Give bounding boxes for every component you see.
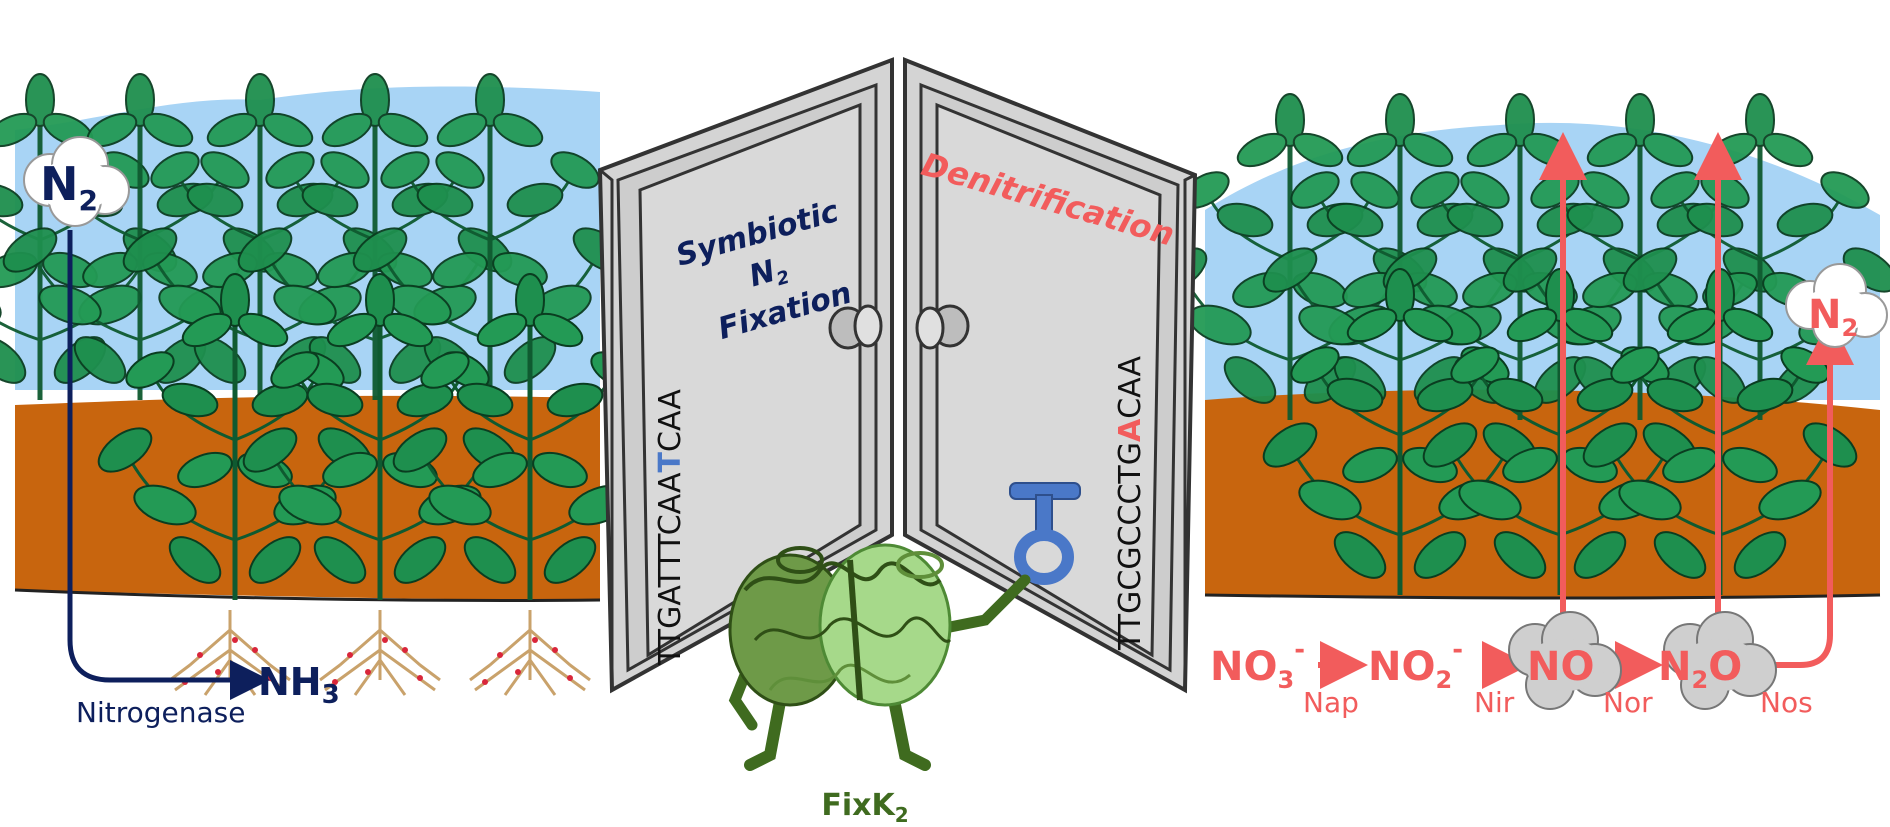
enzyme-nir: Nir	[1474, 686, 1515, 719]
fixk2-protein: FixK2	[728, 543, 1031, 827]
svg-text:NH3: NH3	[258, 660, 340, 710]
fixation-pathway: N2 NH3 Nitrogenase	[23, 136, 340, 729]
no-label: NO	[1527, 644, 1594, 690]
door-right-seq-mark: A	[1113, 418, 1148, 442]
nh3-sub: 3	[322, 680, 340, 710]
n2o-o: O	[1708, 644, 1742, 690]
no3-label: NO	[1210, 644, 1277, 690]
door-left-seq-mark: T	[653, 451, 688, 472]
svg-text:N2O: N2O	[1658, 644, 1742, 694]
key-icon	[1009, 482, 1081, 585]
no3-sub: 3	[1277, 666, 1294, 694]
fixk2-sub: 2	[895, 803, 909, 827]
enzyme-nos: Nos	[1760, 686, 1813, 719]
svg-text:NO3-: NO3-	[1210, 635, 1305, 694]
door-left-seq-pre: TTGATTTCAA	[653, 472, 688, 666]
no-cloud	[1508, 611, 1622, 710]
svg-text:NO2-: NO2-	[1368, 635, 1463, 694]
door-left-knob	[828, 304, 883, 350]
svg-text:FixK2: FixK2	[821, 788, 908, 827]
n2-left-label: N	[40, 157, 79, 211]
svg-text:TTGCGCCCTGACAA: TTGCGCCCTGACAA	[1113, 355, 1148, 651]
n2-right-sub: 2	[1841, 314, 1858, 342]
no3-sup: -	[1294, 635, 1305, 665]
enzyme-nap: Nap	[1303, 686, 1359, 719]
door-right-seq-pre: TTGCGCCCTG	[1113, 442, 1148, 651]
fixation-arrow	[67, 230, 270, 700]
n2o-sub: 2	[1691, 666, 1708, 694]
door-right-seq-post: CAA	[1113, 355, 1148, 418]
door-right-knob	[915, 304, 970, 350]
left-field-scene	[0, 74, 674, 697]
nh3-label: NH	[258, 660, 322, 704]
n2-right-label: N	[1808, 292, 1841, 338]
right-field-scene	[1146, 94, 1890, 600]
n2-cloud-right: N2	[1785, 263, 1888, 348]
n2-left-sub: 2	[79, 184, 98, 217]
enzyme-nor: Nor	[1603, 686, 1653, 719]
no2-sup: -	[1452, 635, 1463, 665]
svg-text:N2: N2	[40, 157, 98, 217]
door-left-seq-post: CAA	[653, 389, 688, 452]
n2-cloud-left: N2	[23, 136, 130, 227]
door-right: Denitrification TTGCGCCCTGACAA	[903, 57, 1198, 694]
door-left: Symbiotic N2 Fixation TTGATTTCAATCAA	[597, 57, 894, 694]
n2o-cloud	[1663, 611, 1777, 710]
fixk2-label: FixK	[821, 788, 896, 823]
no2-sub: 2	[1435, 666, 1452, 694]
denitrification-pathway: N2 NO3- NO2- NO N2O Nap Nir Nor Nos	[1210, 132, 1888, 719]
nitrogenase-label: Nitrogenase	[76, 696, 245, 729]
svg-text:TTGATTTCAATCAA: TTGATTTCAATCAA	[653, 389, 688, 666]
svg-text:N2: N2	[1808, 292, 1858, 342]
no2-label: NO	[1368, 644, 1435, 690]
n2o-n: N	[1658, 644, 1691, 690]
